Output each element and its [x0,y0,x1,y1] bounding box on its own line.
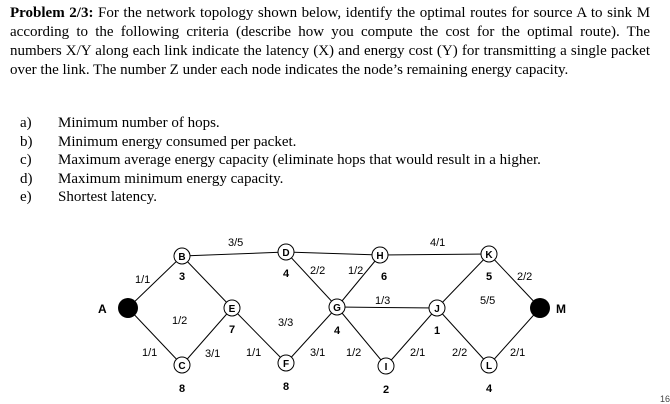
link-label-a-c: 1/1 [142,347,157,359]
link-label-c-e: 3/1 [205,348,220,360]
criterion-c: c) Maximum average energy capacity (elimi… [20,151,541,170]
link-label-a-b: 1/1 [135,274,150,286]
criterion-text: Shortest latency. [58,189,158,205]
node-label-l: L [486,361,492,372]
problem-statement: Problem 2/3: For the network topology sh… [10,4,650,80]
link-label-g-j: 1/3 [375,295,390,307]
link-g-j [336,306,438,309]
link-label-d-g: 3/3 [278,317,293,329]
link-a-b [127,255,183,309]
node-d: D 4 [277,243,295,280]
criterion-label: e) [20,189,32,205]
node-capacity-i: 2 [383,384,389,396]
link-label-g-i: 1/2 [346,347,361,359]
link-label-e-f: 1/1 [246,347,261,359]
link-label-d-h: 2/2 [310,265,325,277]
node-label-g: G [333,303,341,314]
node-capacity-b: 3 [179,271,185,283]
link-label-f-g: 3/1 [310,347,325,359]
link-label-l-m: 2/1 [510,347,525,359]
sink-node-m [530,298,550,318]
node-label-a: A [98,302,107,316]
node-label-m: M [556,302,566,316]
criterion-text: Maximum minimum energy capacity. [58,170,284,187]
link-k-m [488,253,541,309]
link-d-h [285,251,381,256]
criterion-label: c) [20,152,32,168]
criterion-d: d) Maximum minimum energy capacity. [20,170,541,189]
link-g-h [336,254,381,308]
node-capacity-h: 6 [381,271,387,283]
node-capacity-e: 7 [229,324,235,336]
links [127,251,541,367]
node-capacity-f: 8 [283,381,289,393]
node-k: K 5 [480,245,498,283]
page-number: 16 [659,394,670,404]
criterion-text: Maximum average energy capacity (elimina… [58,152,541,168]
link-label-b-e: 1/2 [172,315,187,327]
criterion-text: Minimum number of hops. [58,115,220,131]
node-e: E 7 [223,299,241,336]
source-node-a [118,298,138,318]
link-f-g [285,306,338,364]
node-j: J 1 [428,299,446,337]
link-g-i [336,306,387,367]
link-a-c [127,307,183,366]
criterion-e: e) Shortest latency. [20,188,541,207]
link-l-m [488,307,541,366]
criterion-text: Minimum energy consumed per packet. [58,133,297,150]
node-h: H 6 [371,246,389,283]
problem-text: For the network topology shown below, id… [10,5,651,78]
link-label-b-d: 3/5 [228,237,243,249]
link-label-k-m: 2/2 [517,271,532,283]
link-label-j-k: 5/5 [480,295,495,307]
node-capacity-l: 4 [486,383,493,395]
node-capacity-c: 8 [179,383,185,395]
link-label-g-h: 1/2 [348,265,363,277]
link-b-d [181,251,287,257]
node-capacity-j: 1 [434,325,440,337]
criteria-list: a) Minimum number of hops. b) Minimum ener… [20,114,541,207]
criterion-label: a) [20,115,32,131]
node-g: G 4 [328,298,346,337]
criterion-a: a) Minimum number of hops. [20,114,541,133]
node-i: I 2 [377,357,395,396]
link-h-k [379,253,490,256]
node-label-e: E [229,304,236,315]
node-label-j: J [434,304,440,315]
node-label-c: C [178,361,185,372]
link-b-e [181,255,233,309]
node-c: C 8 [173,356,191,395]
node-f: F 8 [277,354,295,393]
criterion-b: b) Minimum energy consumed per packet. [20,133,541,152]
node-l: L 4 [480,356,498,395]
link-label-j-l: 2/2 [452,347,467,359]
criterion-label: d) [20,170,33,187]
link-c-e [181,307,233,366]
link-j-k [436,253,490,309]
link-j-l [436,307,490,366]
link-label-h-k: 4/1 [430,237,445,249]
problem-heading: Problem 2/3: [10,5,94,21]
node-label-k: K [485,250,493,261]
link-label-i-j: 2/1 [410,347,425,359]
node-b: B 3 [173,247,191,283]
node-label-d: D [282,248,289,259]
link-labels: 1/1 1/1 3/5 1/2 3/1 1/1 3/3 2/2 1/2 3/1 … [135,237,532,360]
node-label-b: B [178,252,185,263]
criterion-label: b) [20,133,33,150]
link-i-j [385,307,438,367]
node-label-i: I [385,362,388,373]
node-capacity-k: 5 [486,271,492,283]
link-e-f [231,307,287,364]
node-label-f: F [283,359,289,370]
node-capacity-d: 4 [283,268,290,280]
node-label-h: H [376,251,383,262]
node-capacity-g: 4 [334,325,341,337]
link-d-g [285,251,338,308]
